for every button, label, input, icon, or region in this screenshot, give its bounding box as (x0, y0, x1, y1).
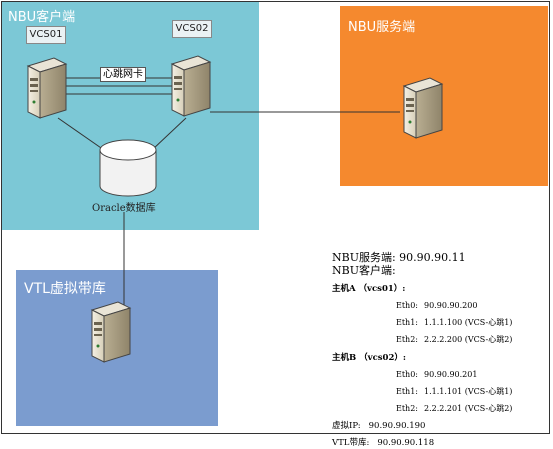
network-info-panel: NBU服务端: 90.90.90.11 NBU客户端: 主机A （vcs01）:… (332, 251, 547, 449)
host-b-eth0: Eth0: 90.90.90.201 (332, 369, 547, 381)
vtl-address-line: VTL带库: 90.90.90.118 (332, 437, 547, 449)
oracle-database-label: Oracle数据库 (92, 203, 156, 214)
eth-name: Eth2: (396, 404, 418, 413)
vtl-server-icon (91, 301, 131, 363)
eth-value: 1.1.1.101 (VCS-心跳1) (424, 387, 513, 396)
eth-name: Eth1: (396, 387, 418, 396)
vcs02-label: VCS02 (172, 20, 212, 38)
diagram-canvas (27, 55, 443, 363)
vcs02-server-icon (171, 55, 211, 117)
vtl-address-label: VTL带库: (332, 438, 370, 448)
eth-name: Eth0: (396, 301, 418, 310)
eth-name: Eth0: (396, 370, 418, 379)
virtual-ip-value: 90.90.90.190 (368, 421, 426, 431)
host-a-eth1: Eth1: 1.1.1.100 (VCS-心跳1) (332, 317, 547, 329)
eth-name: Eth2: (396, 335, 418, 344)
host-b-eth1: Eth1: 1.1.1.101 (VCS-心跳1) (332, 386, 547, 398)
eth-value: 2.2.2.201 (VCS-心跳2) (424, 404, 513, 413)
nbu-server-icon (403, 77, 443, 139)
host-b-eth2: Eth2: 2.2.2.201 (VCS-心跳2) (332, 403, 547, 415)
eth-value: 1.1.1.100 (VCS-心跳1) (424, 318, 513, 327)
host-a-eth0: Eth0: 90.90.90.200 (332, 300, 547, 312)
nbu-server-region: NBU服务端 (340, 6, 548, 186)
vcs01-db-link (57, 117, 105, 151)
oracle-database-icon (99, 139, 157, 197)
eth-value: 2.2.2.200 (VCS-心跳2) (424, 335, 513, 344)
vcs01-label: VCS01 (26, 26, 66, 44)
diagram-frame (1, 1, 550, 434)
server-address-line: NBU服务端: 90.90.90.11 (332, 251, 466, 264)
virtual-ip-label: 虚拟IP: (332, 421, 361, 431)
eth-value: 90.90.90.200 (424, 301, 478, 310)
client-heading: NBU客户端: (332, 264, 396, 277)
vcs01-server-icon (27, 57, 67, 119)
vtl-title: VTL虚拟带库 (24, 281, 106, 297)
vcs02-db-link (151, 117, 187, 151)
eth-value: 90.90.90.201 (424, 370, 478, 379)
nbu-server-title: NBU服务端 (348, 20, 416, 35)
virtual-ip-line: 虚拟IP: 90.90.90.190 (332, 420, 547, 432)
host-a-heading: 主机A （vcs01）: (332, 284, 406, 294)
heartbeat-nic-label: 心跳网卡 (100, 67, 146, 82)
host-b-heading: 主机B （vcs02）: (332, 353, 407, 363)
vtl-address-value: 90.90.90.118 (377, 438, 435, 448)
eth-name: Eth1: (396, 318, 418, 327)
nbu-client-title: NBU客户端 (8, 10, 76, 25)
host-a-eth2: Eth2: 2.2.2.200 (VCS-心跳2) (332, 334, 547, 346)
